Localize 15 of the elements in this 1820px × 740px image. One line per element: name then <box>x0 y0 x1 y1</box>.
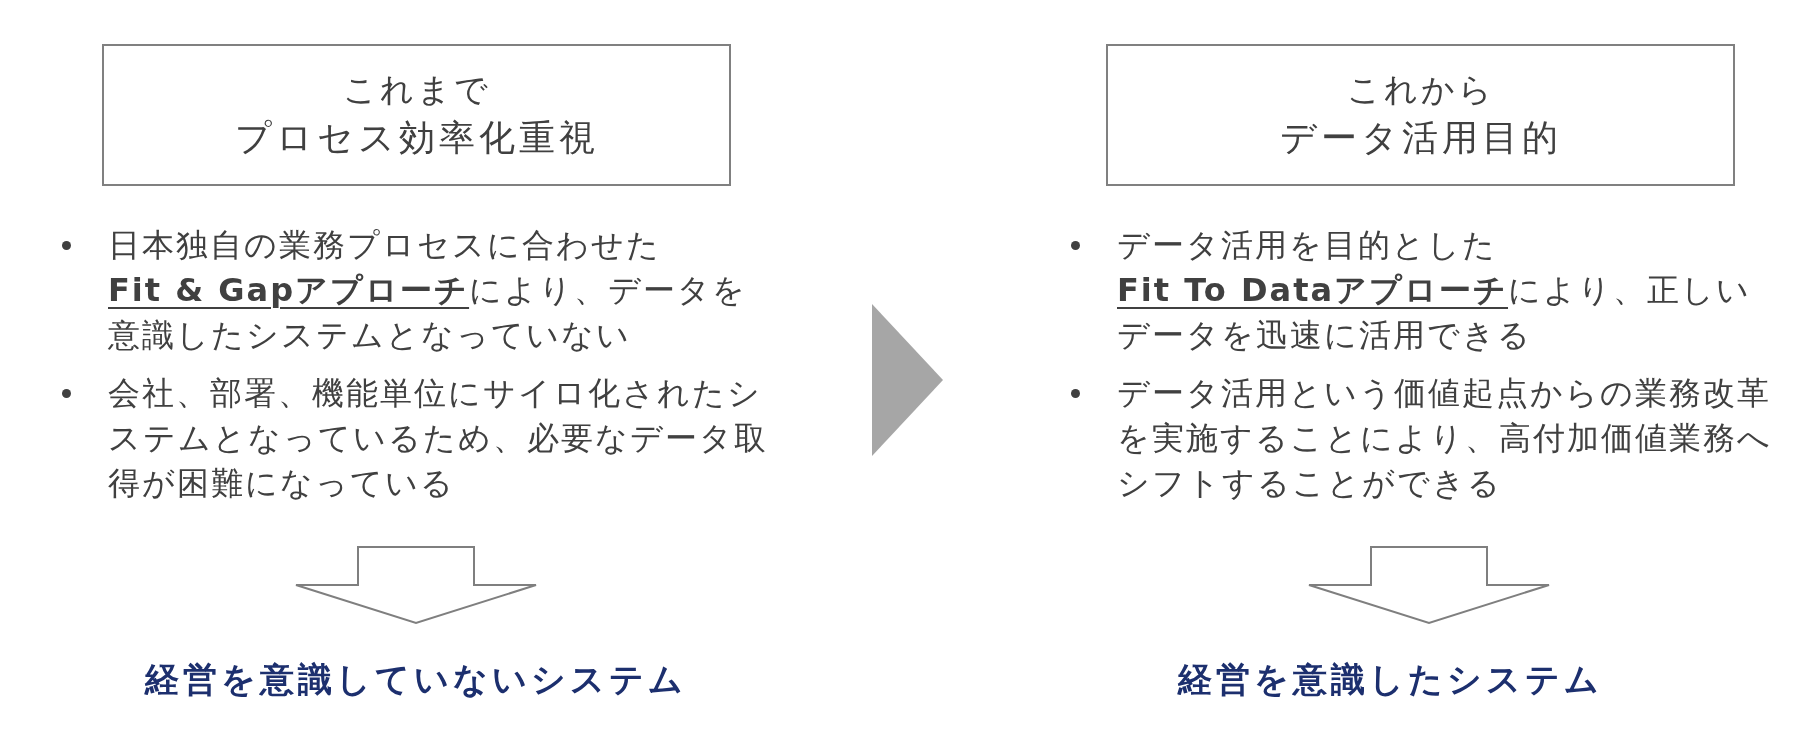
bullet-text: 日本独自の業務プロセスに合わせたFit & Gapアプローチにより、データを意識したシステムとなっていない <box>108 225 749 356</box>
bullet-text: データ活用という価値起点からの業務改革を実施することにより、高付加価値業務へシフトすることができる <box>1117 373 1773 504</box>
header-box <box>1106 44 1735 186</box>
header-box <box>102 44 731 186</box>
header-subtitle: これまで <box>342 69 491 111</box>
header-title: データ活用目的 <box>1279 116 1562 160</box>
bullet-text: データ活用を目的としたFit To Dataアプローチにより、正しいデータを迅速に活用できる <box>1117 225 1752 356</box>
bullet-text: 会社、部署、機能単位にサイロ化されたシステムとなっているため、必要なデータ取得が困難になっている <box>108 373 769 504</box>
outcome-text: 経営を意識していないシステム <box>145 657 687 701</box>
header-title: プロセス効率化重視 <box>234 116 599 160</box>
chevron-arrow <box>872 304 943 456</box>
outcome-text: 経営を意識したシステム <box>1177 657 1603 701</box>
block-arrow <box>295 546 537 625</box>
block-arrow <box>1308 546 1550 625</box>
header-subtitle: これから <box>1346 69 1495 111</box>
